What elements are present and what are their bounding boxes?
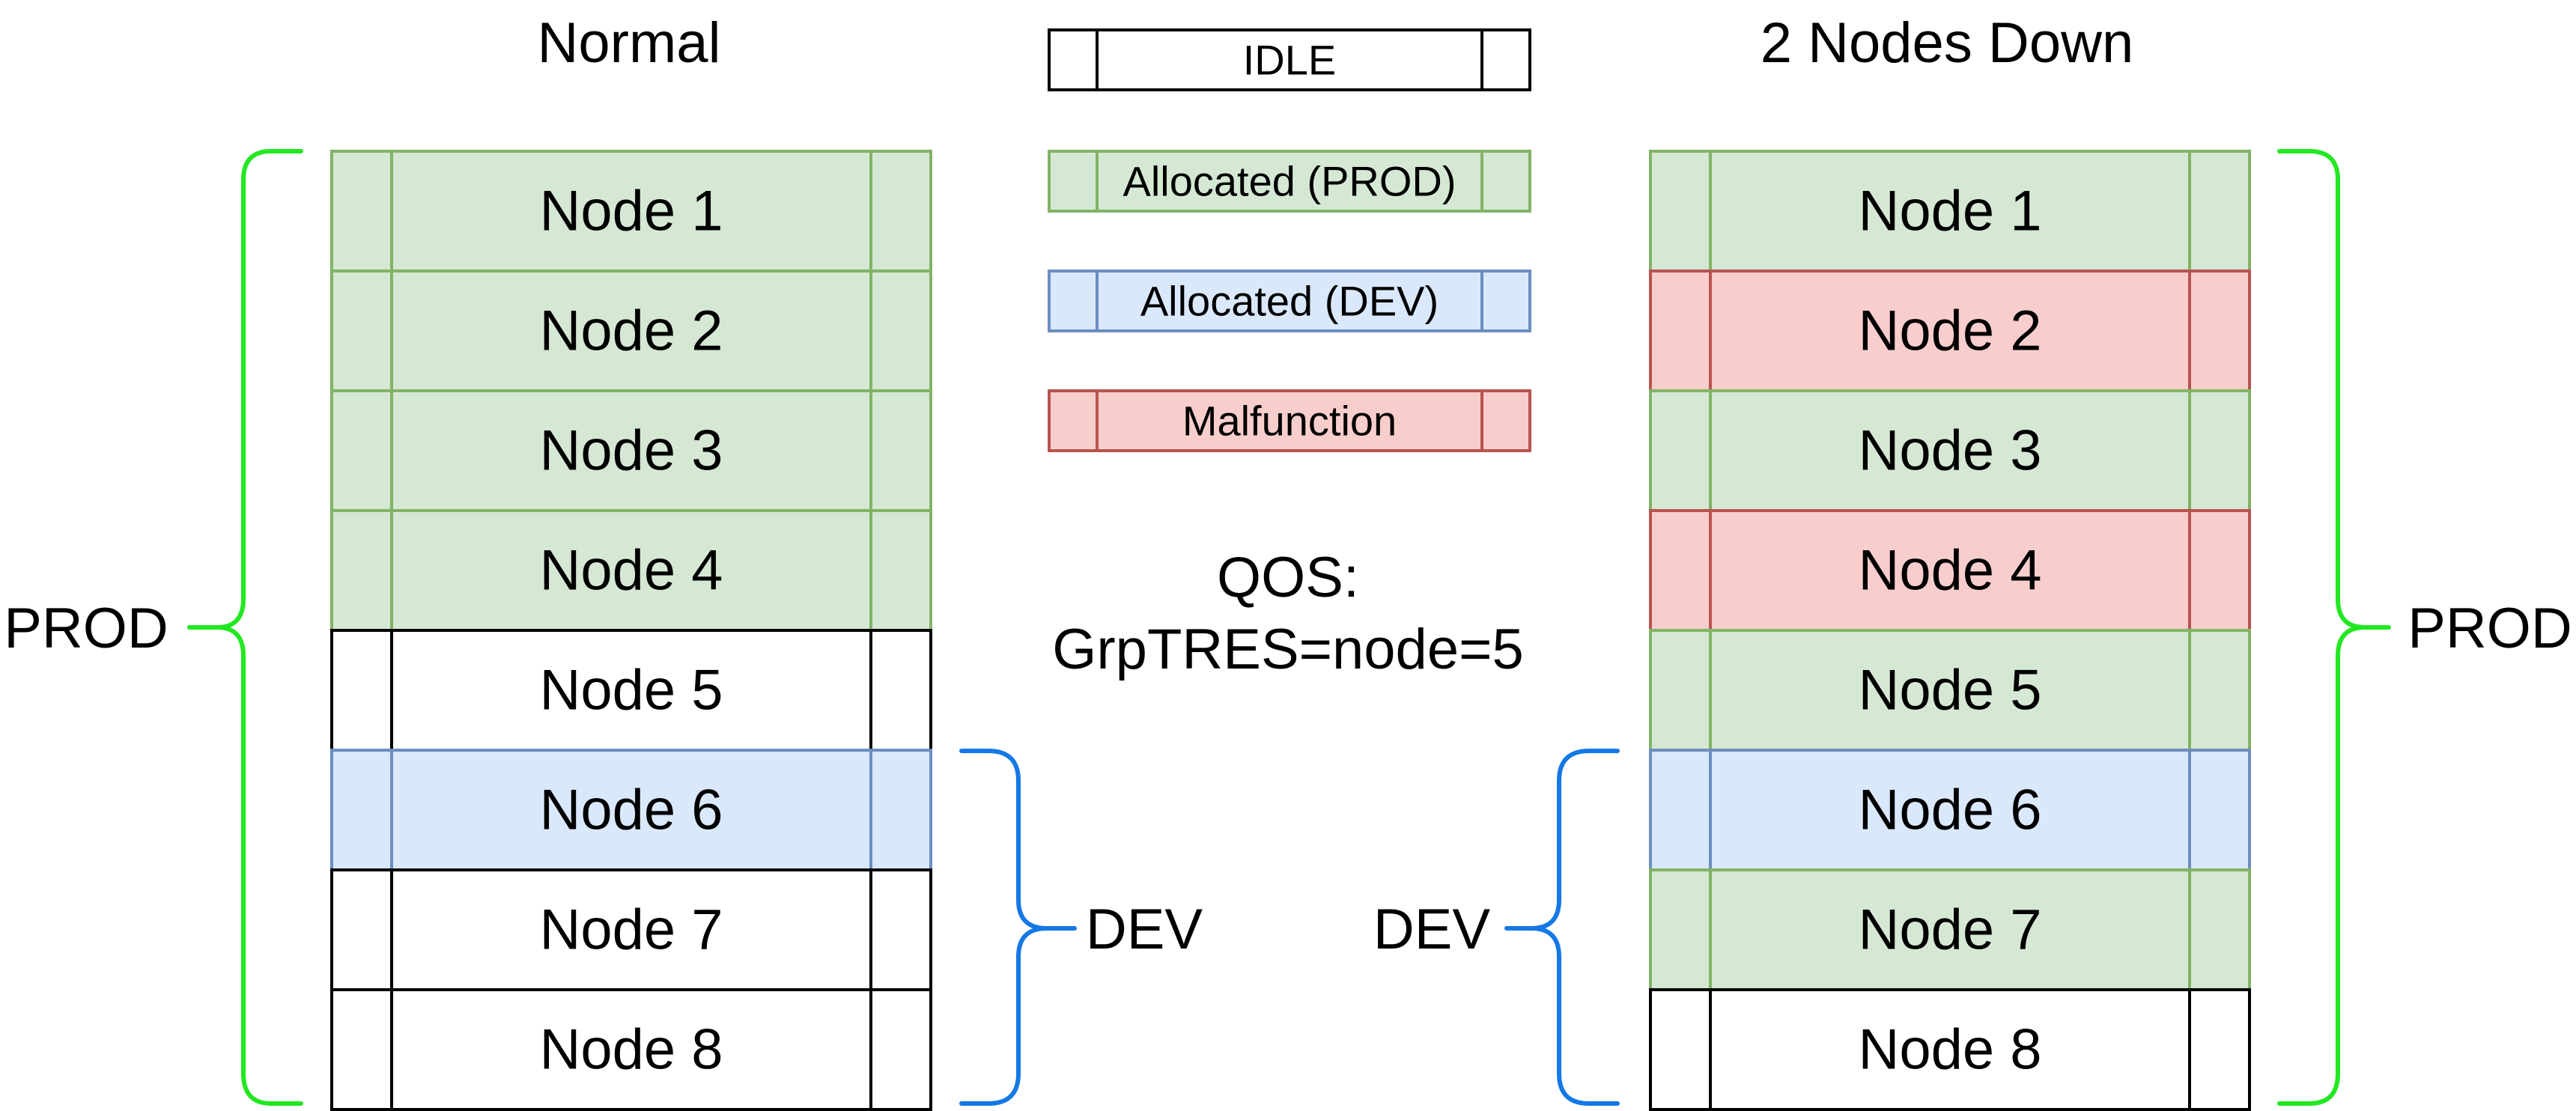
normal-node-2-label: Node 2 <box>539 299 723 363</box>
legend-item-prod-box <box>1048 150 1531 213</box>
down-node-4-label: Node 4 <box>1858 539 2041 603</box>
column-title-normal: Normal <box>538 11 721 75</box>
normal-node-4-box <box>330 509 932 632</box>
normal-node-3-label: Node 3 <box>539 419 723 483</box>
legend-item-malfunction: Malfunction <box>1048 389 1531 452</box>
legend-item-dev-label: Allocated (DEV) <box>1140 278 1439 325</box>
normal-node-3: Node 3 <box>330 389 932 512</box>
down-node-7-label: Node 7 <box>1858 898 2041 962</box>
dev-brace-left <box>959 749 1077 1106</box>
down-node-8-label: Node 8 <box>1858 1018 2041 1082</box>
normal-node-6-box <box>330 749 932 871</box>
normal-node-2: Node 2 <box>330 270 932 392</box>
down-node-2-label: Node 2 <box>1858 299 2041 363</box>
down-node-1-box <box>1649 150 2251 273</box>
normal-node-5-label: Node 5 <box>539 659 723 722</box>
down-node-6: Node 6 <box>1649 749 2251 871</box>
prod-brace-right <box>2277 149 2391 1106</box>
qos-title: QOS: <box>1217 546 1359 609</box>
down-node-7: Node 7 <box>1649 868 2251 991</box>
down-node-1-label: Node 1 <box>1858 180 2041 243</box>
legend-item-idle-label: IDLE <box>1243 37 1337 84</box>
dev-label-left: DEV <box>1086 898 1203 961</box>
down-node-1: Node 1 <box>1649 150 2251 273</box>
node-stack-normal: Node 1 Node 2 Node 3 Node 4 Node 5 Node 6 Node… <box>330 150 932 1111</box>
normal-node-5: Node 5 <box>330 629 932 752</box>
legend-item-prod-label: Allocated (PROD) <box>1123 158 1456 205</box>
legend-item-malfunction-box <box>1048 389 1531 452</box>
qos-grptres: GrpTRES=node=5 <box>1052 618 1524 681</box>
normal-node-1-label: Node 1 <box>539 180 723 243</box>
normal-node-4: Node 4 <box>330 509 932 632</box>
column-title-nodes-down: 2 Nodes Down <box>1761 11 2134 75</box>
down-node-3: Node 3 <box>1649 389 2251 512</box>
node-stack-nodes-down: Node 1 Node 2 Node 3 Node 4 Node 5 Node 6 Node… <box>1649 150 2251 1111</box>
legend-item-dev: Allocated (DEV) <box>1048 270 1531 332</box>
legend-item-idle: IDLE <box>1048 28 1531 91</box>
normal-node-8-box <box>330 988 932 1111</box>
down-node-5-box <box>1649 629 2251 752</box>
down-node-4-box <box>1649 509 2251 632</box>
normal-node-4-label: Node 4 <box>539 539 723 603</box>
normal-node-8: Node 8 <box>330 988 932 1111</box>
legend: IDLE Allocated (PROD) Allocated (DEV) Malfu… <box>1048 28 1531 452</box>
normal-node-1-box <box>330 150 932 273</box>
prod-label-right: PROD <box>2408 597 2572 660</box>
prod-brace-left <box>187 149 303 1106</box>
dev-label-right: DEV <box>1373 898 1491 961</box>
down-node-2: Node 2 <box>1649 270 2251 392</box>
normal-node-8-label: Node 8 <box>539 1018 723 1082</box>
prod-label-left: PROD <box>4 597 168 660</box>
down-node-3-label: Node 3 <box>1858 419 2041 483</box>
normal-node-3-box <box>330 389 932 512</box>
normal-node-7: Node 7 <box>330 868 932 991</box>
dev-brace-right <box>1504 749 1620 1106</box>
normal-node-7-label: Node 7 <box>539 898 723 962</box>
normal-node-6: Node 6 <box>330 749 932 871</box>
down-node-3-box <box>1649 389 2251 512</box>
down-node-8: Node 8 <box>1649 988 2251 1111</box>
down-node-6-label: Node 6 <box>1858 779 2041 842</box>
normal-node-5-box <box>330 629 932 752</box>
down-node-7-box <box>1649 868 2251 991</box>
normal-node-2-box <box>330 270 932 392</box>
legend-item-malfunction-label: Malfunction <box>1182 398 1397 445</box>
legend-item-idle-box <box>1048 28 1531 91</box>
normal-node-1: Node 1 <box>330 150 932 273</box>
legend-item-dev-box <box>1048 270 1531 332</box>
down-node-6-box <box>1649 749 2251 871</box>
down-node-4: Node 4 <box>1649 509 2251 632</box>
down-node-2-box <box>1649 270 2251 392</box>
legend-item-prod: Allocated (PROD) <box>1048 150 1531 213</box>
down-node-5: Node 5 <box>1649 629 2251 752</box>
normal-node-6-label: Node 6 <box>539 779 723 842</box>
normal-node-7-box <box>330 868 932 991</box>
down-node-5-label: Node 5 <box>1858 659 2041 722</box>
down-node-8-box <box>1649 988 2251 1111</box>
